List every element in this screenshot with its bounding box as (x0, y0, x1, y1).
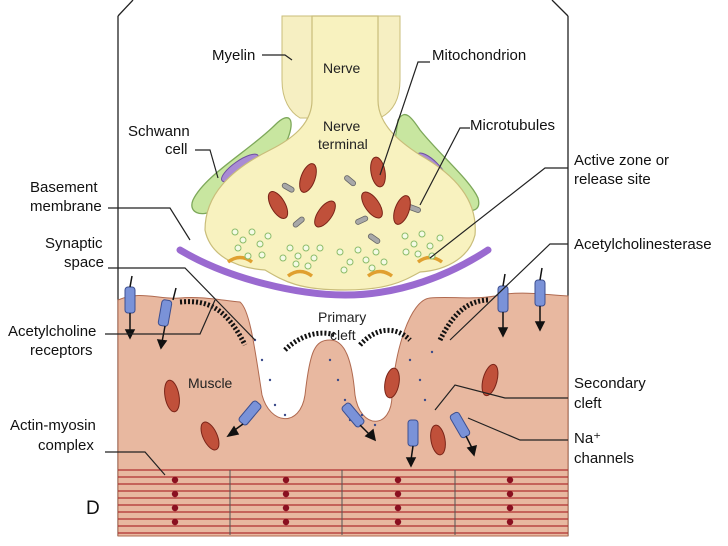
receptor-clusters (179, 297, 491, 352)
label-myelin: Myelin (212, 47, 255, 64)
label-basement-line1: Basement (30, 179, 98, 196)
muscle-mitochondria (164, 363, 499, 456)
synaptic-vesicles (231, 228, 444, 274)
basement-membrane (176, 246, 492, 299)
label-actin-myosin-line1: Actin-myosin (10, 417, 96, 434)
top-arrows (129, 267, 543, 301)
label-basement-line2: membrane (30, 198, 102, 215)
panel-letter: D (86, 498, 100, 519)
leader-lines (105, 54, 568, 476)
label-na-channels-line2: channels (574, 450, 634, 467)
label-primary-cleft-line1: Primary (318, 309, 366, 325)
m-line-dots (171, 476, 514, 526)
label-secondary-cleft-line1: Secondary (574, 375, 646, 392)
label-na-channels-line1: Na⁺ (574, 430, 601, 447)
label-acetylcholinesterase: Acetylcholinesterase (574, 236, 712, 253)
label-active-zone-line1: Active zone or (574, 152, 669, 169)
label-mitochondrion: Mitochondrion (432, 47, 526, 64)
label-synaptic-line2: space (64, 254, 104, 271)
label-nerve-terminal-line1: Nerve (323, 118, 361, 134)
actin-myosin-striations (118, 469, 568, 534)
label-schwann-line1: Schwann (128, 123, 190, 140)
label-active-zone-line2: release site (574, 171, 651, 188)
label-synaptic-line1: Synaptic (45, 235, 103, 252)
z-lines (229, 470, 456, 535)
terminal-mitochondria (267, 156, 411, 228)
label-schwann-line2: cell (165, 141, 188, 158)
label-nerve: Nerve (323, 60, 361, 76)
label-ach-receptors-line2: receptors (30, 342, 93, 359)
label-muscle: Muscle (188, 375, 233, 391)
label-primary-cleft-line2: cleft (330, 327, 356, 343)
label-nerve-terminal-line2: terminal (318, 136, 368, 152)
label-actin-myosin-line2: complex (38, 437, 94, 454)
label-microtubules: Microtubules (470, 117, 555, 134)
label-secondary-cleft-line2: cleft (574, 395, 602, 412)
microtubules (281, 175, 421, 244)
label-ach-receptors-line1: Acetylcholine (8, 323, 96, 340)
